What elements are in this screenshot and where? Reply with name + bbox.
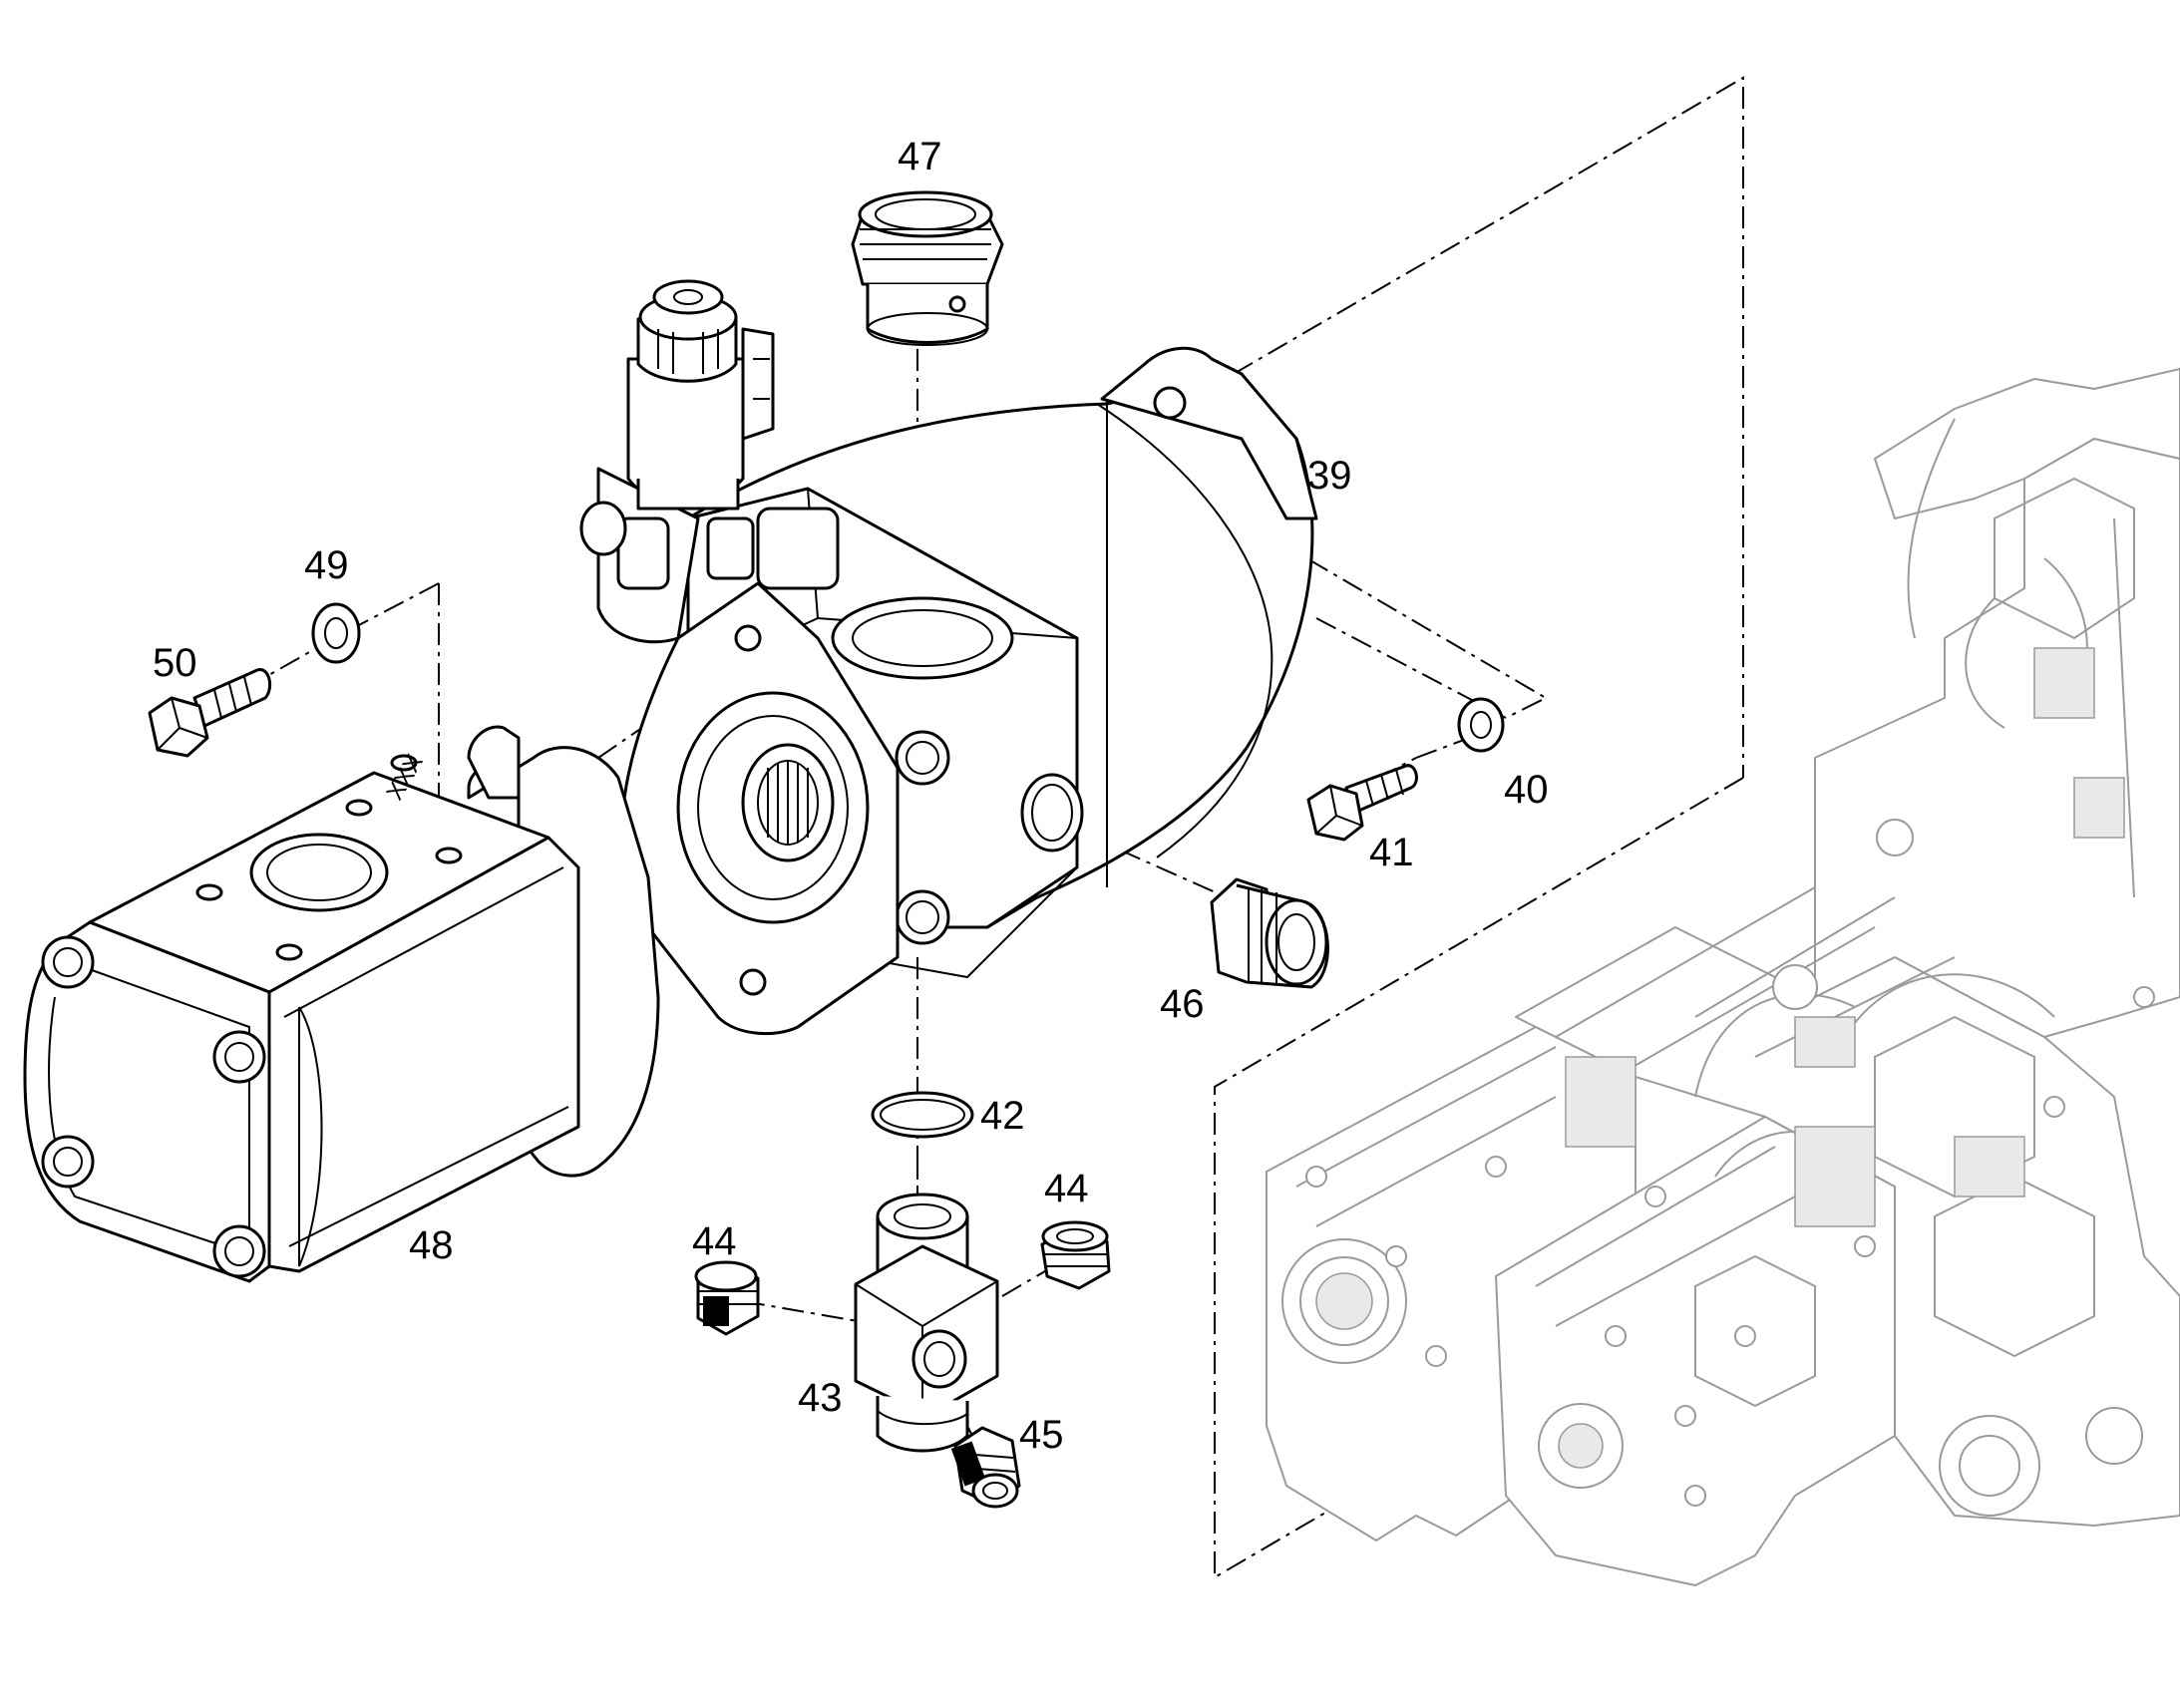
part-42-o-ring[interactable] — [871, 1091, 974, 1139]
callout-50: 50 — [153, 641, 197, 685]
callout-45: 45 — [1019, 1413, 1064, 1457]
callout-49: 49 — [304, 543, 349, 587]
callout-41: 41 — [1369, 831, 1414, 874]
axial-piston-pump[interactable] — [620, 346, 1318, 1036]
part-45-fitting[interactable] — [950, 1426, 1021, 1509]
callout-47: 47 — [898, 135, 942, 178]
part-44-plug-right[interactable] — [1040, 1220, 1111, 1290]
callout-39: 39 — [1307, 454, 1352, 498]
callout-48: 48 — [409, 1223, 454, 1267]
part-43-tee-fitting[interactable] — [854, 1193, 999, 1453]
part-47-threaded-fitting[interactable] — [851, 190, 1004, 346]
transmission-gear-flange — [1281, 819, 2143, 1517]
callout-44-left: 44 — [692, 1219, 737, 1263]
callout-labels: 47 39 49 50 40 41 46 42 48 44 44 43 45 — [153, 135, 1549, 1457]
part-48-gear-pump[interactable]: XXX — [23, 725, 660, 1283]
part-44-plug-left[interactable] — [694, 1260, 760, 1336]
callout-42: 42 — [980, 1094, 1025, 1138]
callout-46: 46 — [1160, 982, 1205, 1026]
part-49-washer[interactable] — [311, 602, 361, 664]
callout-40: 40 — [1504, 768, 1549, 812]
part-46-fitting[interactable] — [1210, 877, 1329, 989]
solenoid-valve[interactable] — [579, 279, 840, 644]
part-40-washer[interactable] — [1457, 697, 1505, 753]
part-41-bolt[interactable] — [1306, 764, 1418, 842]
part-50-bolt[interactable] — [148, 668, 272, 758]
callout-43: 43 — [798, 1376, 843, 1420]
callout-44-right: 44 — [1044, 1167, 1089, 1210]
transmission-assembly-background — [1266, 368, 2180, 1586]
